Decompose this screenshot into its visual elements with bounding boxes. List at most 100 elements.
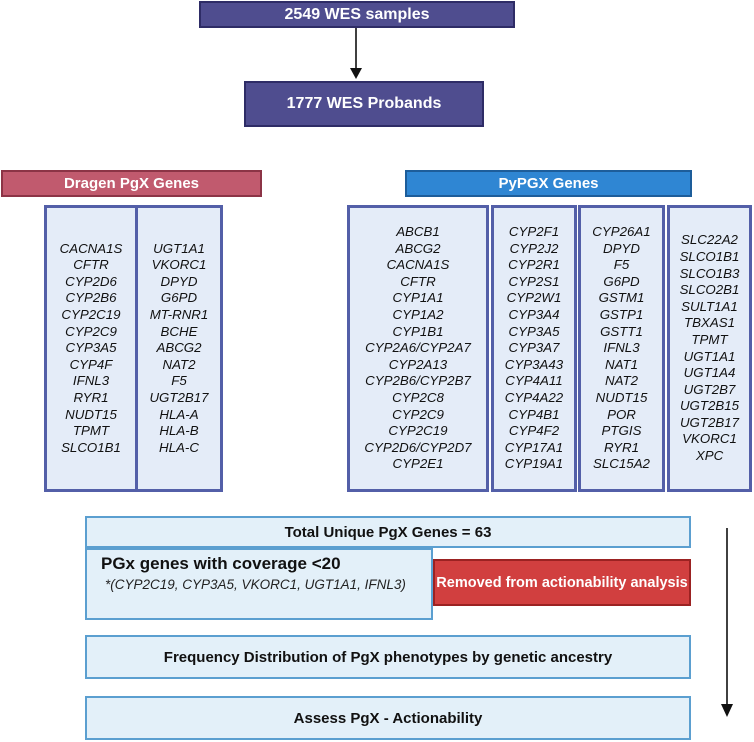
gene-name: CYP26A1 bbox=[592, 224, 651, 240]
gene-name: CYP4B1 bbox=[508, 406, 560, 422]
gene-name: CYP4A22 bbox=[504, 389, 564, 405]
gene-name: CYP1A1 bbox=[392, 290, 444, 306]
gene-name: SULT1A1 bbox=[681, 298, 738, 314]
gene-name: MT-RNR1 bbox=[149, 307, 209, 323]
gene-name: UGT2B17 bbox=[149, 389, 209, 405]
gene-name: CYP2W1 bbox=[506, 290, 562, 306]
gene-name: POR bbox=[607, 406, 636, 422]
wes-probands-label: 1777 WES Probands bbox=[286, 95, 442, 112]
gene-name: HLA-A bbox=[159, 406, 199, 422]
gene-name: UGT1A4 bbox=[683, 365, 736, 381]
gene-name: CYP3A5 bbox=[65, 340, 117, 356]
gene-name: DPYD bbox=[603, 240, 640, 256]
gene-name: ABCB1 bbox=[396, 224, 440, 240]
dragen-header: Dragen PgX Genes bbox=[1, 170, 262, 197]
gene-name: CYP2C9 bbox=[392, 406, 444, 422]
gene-name: CACNA1S bbox=[59, 240, 123, 256]
gene-name: RYR1 bbox=[73, 389, 109, 405]
gene-name: RYR1 bbox=[604, 439, 639, 455]
gene-name: SLC22A2 bbox=[681, 232, 738, 248]
gene-name: CYP2D6 bbox=[65, 273, 117, 289]
gene-name: PTGIS bbox=[601, 423, 642, 439]
gene-name: ABCG2 bbox=[156, 340, 202, 356]
gene-name: GSTT1 bbox=[600, 323, 643, 339]
gene-name: HLA-B bbox=[159, 423, 199, 439]
low-coverage-gene-list: *(CYP2C19, CYP3A5, VKORC1, UGT1A1, IFNL3… bbox=[105, 577, 406, 592]
gene-name: CYP19A1 bbox=[504, 456, 564, 472]
gene-name: CYP2E1 bbox=[392, 456, 444, 472]
gene-name: TBXAS1 bbox=[684, 315, 735, 331]
wes-probands-box: 1777 WES Probands bbox=[244, 81, 484, 127]
gene-name: GSTM1 bbox=[598, 290, 645, 306]
gene-name: CYP2C8 bbox=[392, 389, 444, 405]
gene-name: F5 bbox=[171, 373, 187, 389]
gene-name: NUDT15 bbox=[65, 406, 117, 422]
gene-name: G6PD bbox=[603, 273, 640, 289]
gene-name: CYP2C9 bbox=[65, 323, 117, 339]
gene-name: SLC15A2 bbox=[593, 456, 650, 472]
gene-name: CYP3A4 bbox=[508, 307, 560, 323]
gene-name: XPC bbox=[695, 448, 724, 464]
gene-name: SLCO2B1 bbox=[679, 282, 740, 298]
gene-name: CFTR bbox=[400, 273, 436, 289]
low-coverage-box: PGx genes with coverage <20 *(CYP2C19, C… bbox=[85, 548, 433, 620]
total-unique-genes-label: Total Unique PgX Genes = 63 bbox=[284, 523, 492, 541]
down-arrow-1 bbox=[350, 28, 362, 79]
gene-name: CYP4F2 bbox=[508, 423, 560, 439]
gene-name: CYP3A43 bbox=[504, 356, 564, 372]
gene-name: UGT2B7 bbox=[683, 381, 736, 397]
low-coverage-title: PGx genes with coverage <20 bbox=[101, 554, 341, 573]
gene-name: NAT2 bbox=[604, 373, 638, 389]
gene-name: CYP17A1 bbox=[504, 439, 564, 455]
gene-name: SLCO1B1 bbox=[679, 248, 740, 264]
gene-name: CYP2B6/CYP2B7 bbox=[365, 373, 471, 389]
wes-samples-label: 2549 WES samples bbox=[284, 5, 430, 23]
gene-name: HLA-C bbox=[159, 439, 199, 455]
gene-name: NAT1 bbox=[604, 356, 638, 372]
gene-name: UGT1A1 bbox=[683, 348, 736, 364]
gene-name: CYP2C19 bbox=[61, 307, 121, 323]
gene-name: CYP2S1 bbox=[508, 273, 560, 289]
gene-name: NAT2 bbox=[162, 356, 196, 372]
gene-name: SLCO1B1 bbox=[61, 439, 121, 455]
gene-name: CYP1A2 bbox=[392, 307, 444, 323]
pypgx-header: PyPGX Genes bbox=[405, 170, 692, 197]
removed-label: Removed from actionability analysis bbox=[436, 574, 688, 591]
frequency-distribution-box: Frequency Distribution of PgX phenotypes… bbox=[85, 635, 691, 679]
gene-name: G6PD bbox=[160, 290, 198, 306]
gene-name: CYP2B6 bbox=[65, 290, 117, 306]
gene-name: CYP2R1 bbox=[508, 257, 560, 273]
removed-from-actionability-box: Removed from actionability analysis bbox=[433, 559, 691, 606]
gene-name: CYP4A11 bbox=[505, 373, 563, 389]
gene-name: SLCO1B3 bbox=[679, 265, 740, 281]
gene-name: DPYD bbox=[160, 273, 198, 289]
gene-name: VKORC1 bbox=[682, 431, 737, 447]
gene-name: ABCG2 bbox=[395, 240, 441, 256]
gene-name: BCHE bbox=[160, 323, 198, 339]
gene-name: TPMT bbox=[691, 331, 728, 347]
gene-name: CYP2F1 bbox=[508, 224, 560, 240]
gene-name: CYP1B1 bbox=[392, 323, 444, 339]
gene-name: IFNL3 bbox=[72, 373, 110, 389]
dragen-header-label: Dragen PgX Genes bbox=[63, 175, 200, 192]
gene-name: UGT2B17 bbox=[679, 414, 740, 430]
gene-name: CYP3A7 bbox=[508, 340, 560, 356]
total-unique-genes-box: Total Unique PgX Genes = 63 bbox=[85, 516, 691, 548]
gene-name: CYP2A13 bbox=[388, 356, 448, 372]
gene-name: CYP2C19 bbox=[388, 423, 448, 439]
wes-samples-box: 2549 WES samples bbox=[199, 1, 515, 28]
gene-name: NUDT15 bbox=[595, 389, 648, 405]
assess-actionability-label: Assess PgX - Actionability bbox=[293, 709, 483, 727]
gene-name: GSTP1 bbox=[599, 307, 644, 323]
gene-name: IFNL3 bbox=[603, 340, 640, 356]
gene-name: CYP4F bbox=[69, 356, 113, 372]
gene-name: VKORC1 bbox=[151, 257, 207, 273]
assess-actionability-box: Assess PgX - Actionability bbox=[85, 696, 691, 740]
gene-name: UGT2B15 bbox=[679, 398, 740, 414]
gene-name: CYP2D6/CYP2D7 bbox=[364, 439, 472, 455]
gene-name: CFTR bbox=[73, 257, 109, 273]
